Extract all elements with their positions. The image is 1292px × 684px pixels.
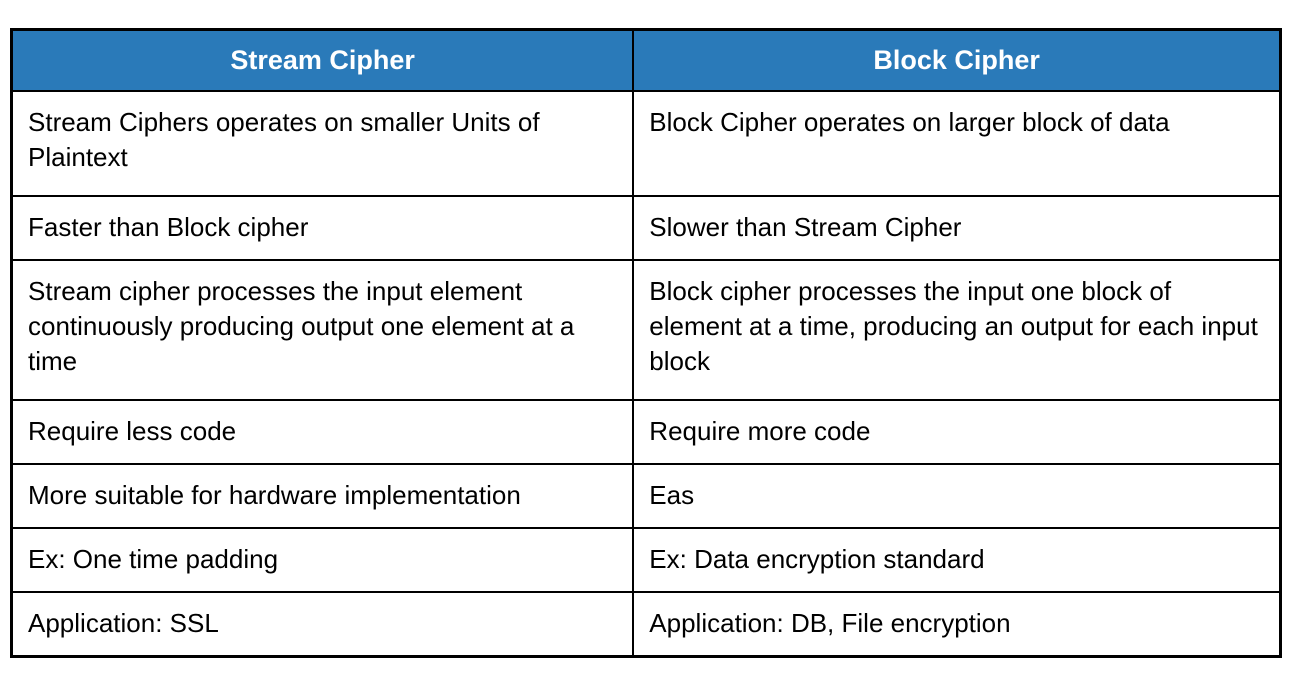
table-cell-block: Application: DB, File encryption	[632, 590, 1282, 657]
table-row: Application: SSL Application: DB, File e…	[10, 590, 1282, 657]
table-row: Require less code Require more code	[10, 398, 1282, 465]
table-cell-stream: Faster than Block cipher	[10, 194, 635, 261]
table-cell-stream: Stream cipher processes the input elemen…	[10, 258, 635, 401]
cipher-comparison-table-container: Stream Cipher Block Cipher Stream Cipher…	[10, 28, 1282, 658]
table-cell-stream: Require less code	[10, 398, 635, 465]
table-cell-stream: More suitable for hardware implementatio…	[10, 462, 635, 529]
table-cell-block: Require more code	[632, 398, 1282, 465]
table-row: More suitable for hardware implementatio…	[10, 462, 1282, 529]
table-row: Faster than Block cipher Slower than Str…	[10, 194, 1282, 261]
table-row: Ex: One time padding Ex: Data encryption…	[10, 526, 1282, 593]
column-header-stream-cipher: Stream Cipher	[10, 28, 635, 92]
table-cell-stream: Application: SSL	[10, 590, 635, 657]
table-cell-block: Ex: Data encryption standard	[632, 526, 1282, 593]
column-header-block-cipher: Block Cipher	[632, 28, 1282, 92]
table-cell-block: Block cipher processes the input one blo…	[632, 258, 1282, 401]
table-cell-stream: Ex: One time padding	[10, 526, 635, 593]
cipher-comparison-table: Stream Cipher Block Cipher Stream Cipher…	[10, 28, 1282, 658]
table-cell-block: Slower than Stream Cipher	[632, 194, 1282, 261]
table-cell-block: Block Cipher operates on larger block of…	[632, 89, 1282, 197]
table-row: Stream cipher processes the input elemen…	[10, 258, 1282, 401]
table-cell-stream: Stream Ciphers operates on smaller Units…	[10, 89, 635, 197]
table-row: Stream Ciphers operates on smaller Units…	[10, 89, 1282, 197]
table-header-row: Stream Cipher Block Cipher	[10, 28, 1282, 92]
table-cell-block: Eas	[632, 462, 1282, 529]
